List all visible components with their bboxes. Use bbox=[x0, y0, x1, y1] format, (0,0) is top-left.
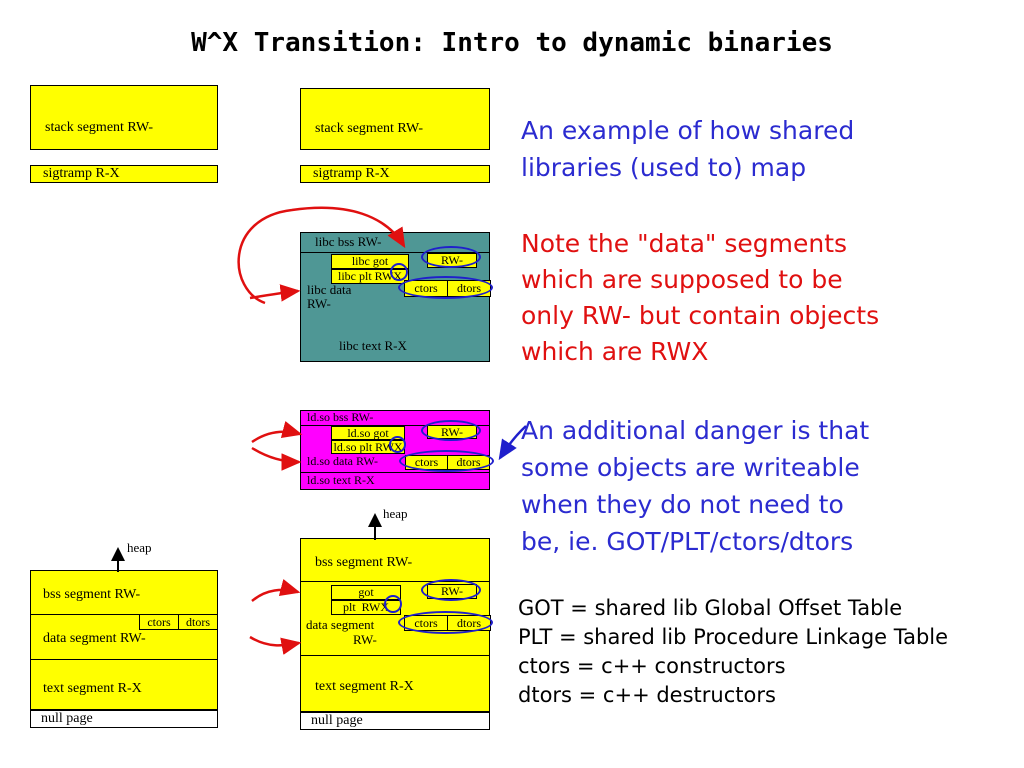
text-segment-label: text segment R-X bbox=[43, 681, 142, 696]
ldso-text-label: ld.so text R-X bbox=[307, 473, 375, 487]
exec-left-ctors-dtors-box: ctors dtors bbox=[139, 614, 218, 630]
ldso-got-box: ld.so got bbox=[331, 426, 405, 440]
exec-box-left: bss segment RW- ctors dtors data segment… bbox=[30, 570, 218, 710]
data-segment-label: data segment RW- bbox=[43, 631, 146, 646]
ldso-plt-x-highlight-ellipse bbox=[389, 436, 406, 453]
null-page-box-mid: null page bbox=[300, 712, 490, 730]
divider bbox=[301, 425, 489, 426]
divider bbox=[301, 655, 489, 656]
ldso-bss-label: ld.so bss RW- bbox=[307, 410, 374, 424]
null-page-box-left: null page bbox=[30, 710, 218, 728]
libc-rw-highlight-ellipse bbox=[421, 246, 481, 268]
divider bbox=[31, 659, 217, 660]
divider bbox=[301, 581, 489, 582]
ldso-ctors-dtors-highlight-ellipse bbox=[399, 450, 494, 472]
exec-plt-box: plt RWX bbox=[331, 600, 401, 615]
note-shared-lib-example: An example of how shared libraries (used… bbox=[521, 116, 855, 182]
null-page-label: null page bbox=[311, 713, 363, 728]
data-segment-perm-label: RW- bbox=[353, 632, 377, 647]
note-additional-danger: An additional danger is that some object… bbox=[521, 416, 870, 556]
divider bbox=[301, 472, 489, 473]
libc-data-label: libc data RW- bbox=[307, 282, 352, 312]
heap-label-mid: heap bbox=[383, 506, 408, 521]
exec-rw-highlight-ellipse bbox=[421, 579, 481, 601]
bss-segment-label: bss segment RW- bbox=[315, 555, 413, 570]
libc-plt-x-highlight-ellipse bbox=[390, 263, 408, 281]
libc-bss-label: libc bss RW- bbox=[315, 234, 382, 249]
sigtramp-box-left: sigtramp R-X bbox=[30, 165, 218, 183]
ldso-rw-highlight-ellipse bbox=[421, 420, 481, 441]
red-arrow-ldso-data bbox=[251, 446, 302, 471]
stack-segment-label: stack segment RW- bbox=[315, 121, 424, 136]
exec-got-box: got bbox=[331, 585, 401, 600]
sigtramp-label: sigtramp R-X bbox=[43, 166, 120, 181]
null-page-label: null page bbox=[41, 711, 93, 726]
heap-label-left: heap bbox=[127, 540, 152, 555]
divider bbox=[31, 614, 217, 615]
ctors-label: ctors bbox=[140, 615, 179, 629]
note-data-segments-rwx: Note the "data" segments which are suppo… bbox=[521, 229, 880, 366]
bss-segment-label: bss segment RW- bbox=[43, 587, 141, 602]
red-arrow-ldso-got bbox=[251, 421, 303, 444]
red-arrow-exec-got bbox=[251, 579, 301, 602]
exec-ctors-dtors-highlight-ellipse bbox=[398, 611, 493, 634]
exec-plt-x-highlight-ellipse bbox=[384, 595, 402, 613]
libc-ctors-dtors-highlight-ellipse bbox=[398, 276, 493, 299]
sigtramp-box-mid: sigtramp R-X bbox=[300, 165, 490, 183]
red-arrow-libc-data bbox=[249, 284, 301, 302]
data-segment-label: data segment bbox=[306, 617, 375, 632]
libc-text-label: libc text R-X bbox=[339, 338, 407, 353]
red-arrow-exec-data bbox=[249, 635, 302, 655]
ldso-data-label: ld.so data RW- bbox=[307, 454, 378, 468]
dtors-label: dtors bbox=[186, 614, 210, 629]
text-segment-label: text segment R-X bbox=[315, 679, 414, 694]
stack-segment-box-left: stack segment RW- bbox=[30, 85, 218, 150]
stack-segment-label: stack segment RW- bbox=[45, 120, 154, 135]
glossary-text: GOT = shared lib Global Offset Table PLT… bbox=[518, 596, 949, 707]
sigtramp-label: sigtramp R-X bbox=[313, 166, 390, 181]
slide-title: W^X Transition: Intro to dynamic binarie… bbox=[191, 28, 833, 58]
stack-segment-box-mid: stack segment RW- bbox=[300, 88, 490, 150]
